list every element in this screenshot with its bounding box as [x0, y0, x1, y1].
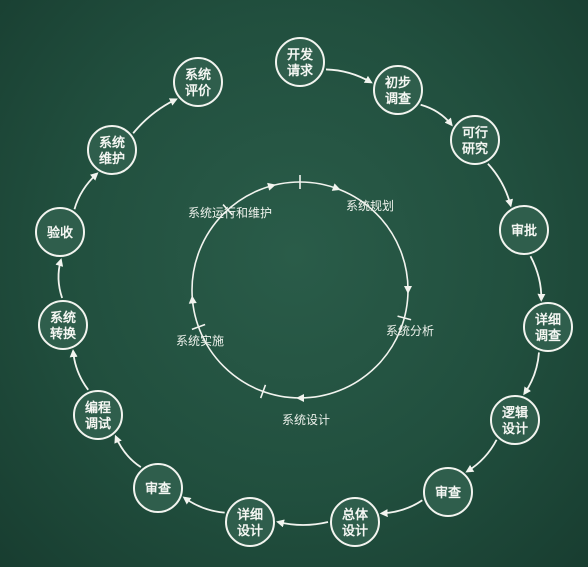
- flow-arrow: [73, 172, 99, 210]
- stage-node-label: 转换: [50, 326, 77, 342]
- stage-node-circle: [87, 125, 137, 175]
- stage-node-label: 设计: [237, 523, 263, 539]
- phase-boundary-tick: [191, 323, 206, 331]
- stage-node-label: 开发: [287, 47, 314, 63]
- stage-node-circle: [133, 463, 183, 513]
- stage-node-label: 维护: [99, 151, 125, 167]
- stage-node: 审查: [423, 467, 473, 517]
- inner-cycle-arrowhead: [296, 394, 304, 402]
- stage-node-circle: [523, 302, 573, 352]
- stage-node-label: 请求: [287, 63, 314, 79]
- stage-node-circle: [73, 390, 123, 440]
- flow-arrow: [55, 258, 64, 299]
- stage-node-label: 调试: [85, 416, 111, 432]
- stage-node-label: 调查: [535, 328, 562, 344]
- flow-arrow: [132, 98, 178, 134]
- phase-boundary-tick: [222, 204, 234, 216]
- stage-node-label: 系统: [185, 67, 211, 83]
- flow-arrow: [276, 519, 329, 528]
- stage-node-circle: [490, 395, 540, 445]
- flow-arrow: [69, 349, 89, 391]
- stage-node-label: 系统: [50, 310, 76, 326]
- phase-label: 系统分析: [386, 324, 434, 338]
- stage-node-circle: [499, 205, 549, 255]
- stage-node-label: 初步: [385, 75, 411, 91]
- stage-node: 验收: [35, 207, 85, 257]
- flow-arrow: [487, 163, 514, 208]
- flow-arrow: [325, 68, 373, 84]
- outer-cycle-arrows: [55, 68, 546, 528]
- stage-node-label: 调查: [385, 91, 412, 107]
- stage-node-label: 系统: [99, 135, 125, 151]
- phase-label: 系统运行和维护: [188, 206, 272, 220]
- phase-boundary-tick: [259, 384, 267, 399]
- flow-arrow: [465, 439, 498, 473]
- phase-boundary-tick: [397, 315, 412, 321]
- stage-node-label: 逻辑: [502, 405, 528, 421]
- stage-node-label: 设计: [502, 421, 528, 437]
- stage-node-label: 编程: [85, 400, 111, 416]
- phase-label: 系统规划: [346, 198, 394, 213]
- outer-cycle-nodes: 开发请求初步调查可行研究审批详细调查逻辑设计审查总体设计详细设计审查编程调试系统…: [35, 37, 573, 547]
- stage-node-label: 详细: [237, 507, 263, 523]
- phase-label: 系统设计: [282, 413, 330, 427]
- flow-arrow: [182, 496, 225, 514]
- stage-node-label: 评价: [185, 84, 212, 99]
- stage-node-circle: [38, 300, 88, 350]
- stage-node-label: 审查: [435, 485, 462, 501]
- inner-cycle-arrowhead: [188, 295, 197, 304]
- flow-arrow: [379, 499, 423, 518]
- inner-cycle-arrowhead: [331, 183, 341, 191]
- stage-node-label: 审查: [145, 481, 172, 497]
- flow-arrow: [529, 255, 546, 302]
- stage-node-circle: [35, 207, 85, 257]
- stage-node-circle: [450, 115, 500, 165]
- inner-cycle-arrowhead: [267, 182, 276, 191]
- stage-node-label: 详细: [535, 312, 561, 328]
- stage-node-circle: [275, 37, 325, 87]
- stage-node-circle: [225, 497, 275, 547]
- stage-node-label: 验收: [47, 225, 74, 241]
- stage-node-label: 可行: [462, 125, 488, 141]
- stage-node-circle: [330, 497, 380, 547]
- stage-node-circle: [173, 57, 223, 107]
- stage-node-label: 研究: [462, 141, 488, 157]
- stage-node-label: 总体: [342, 507, 369, 523]
- flow-arrow: [420, 103, 453, 127]
- stage-node-label: 设计: [342, 523, 368, 539]
- flow-arrow: [114, 434, 142, 468]
- stage-node: 审查: [133, 463, 183, 513]
- flow-arrow: [523, 352, 540, 396]
- inner-cycle-arrowhead: [404, 286, 412, 294]
- stage-node-circle: [423, 467, 473, 517]
- stage-node: 审批: [499, 205, 549, 255]
- phase-label: 系统实施: [176, 333, 224, 348]
- stage-node-label: 审批: [511, 223, 537, 239]
- stage-node-circle: [373, 65, 423, 115]
